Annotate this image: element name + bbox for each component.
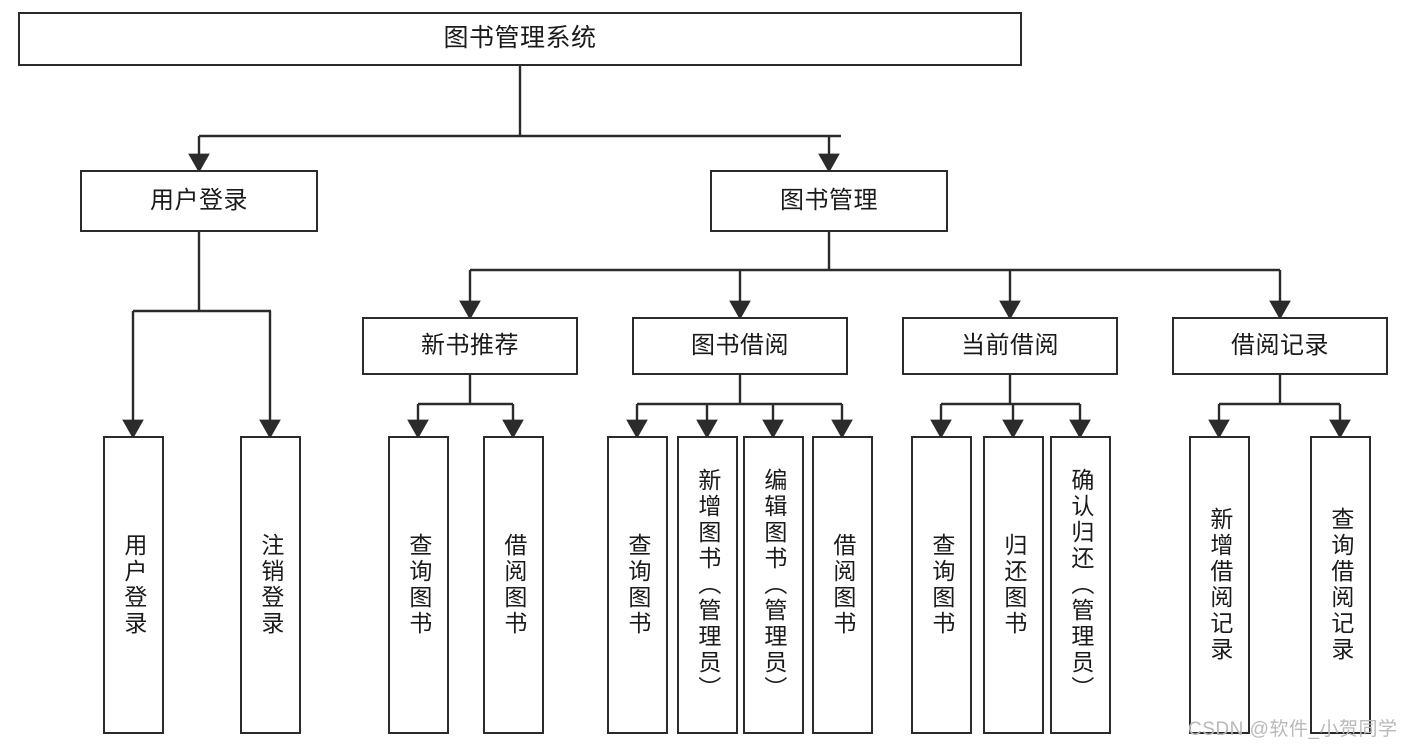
node-label: 归还图书 <box>1000 533 1027 637</box>
node-leaf-user-login[interactable]: 用户登录 <box>103 436 164 734</box>
node-book-borrow[interactable]: 图书借阅 <box>632 317 848 375</box>
node-leaf-query-book-2[interactable]: 查询图书 <box>607 436 668 734</box>
node-label: 用户登录 <box>120 533 147 637</box>
node-label: 借阅记录 <box>1231 331 1329 359</box>
node-label: 用户登录 <box>150 186 248 214</box>
node-label: 新增图书（管理员） <box>694 468 721 702</box>
node-label: 确认归还（管理员） <box>1067 468 1094 702</box>
node-label: 查询借阅记录 <box>1327 507 1354 663</box>
node-label: 图书借阅 <box>691 331 789 359</box>
node-leaf-add-record[interactable]: 新增借阅记录 <box>1189 436 1250 734</box>
node-new-book-recommend[interactable]: 新书推荐 <box>362 317 578 375</box>
csdn-watermark: CSDN @软件_小贺同学 <box>1188 719 1398 740</box>
node-label: 新书推荐 <box>421 331 519 359</box>
node-leaf-borrow-book-1[interactable]: 借阅图书 <box>483 436 544 734</box>
node-leaf-edit-book[interactable]: 编辑图书（管理员） <box>743 436 804 734</box>
node-label: 查询图书 <box>405 533 432 637</box>
node-leaf-confirm-return[interactable]: 确认归还（管理员） <box>1050 436 1111 734</box>
node-label: 编辑图书（管理员） <box>760 468 787 702</box>
node-leaf-query-book-1[interactable]: 查询图书 <box>388 436 449 734</box>
node-label: 图书管理系统 <box>443 24 597 53</box>
node-label: 图书管理 <box>780 186 878 214</box>
node-label: 当前借阅 <box>961 331 1059 359</box>
node-label: 新增借阅记录 <box>1206 507 1233 663</box>
node-leaf-logout[interactable]: 注销登录 <box>240 436 301 734</box>
node-current-borrow[interactable]: 当前借阅 <box>902 317 1118 375</box>
node-borrow-record[interactable]: 借阅记录 <box>1172 317 1388 375</box>
node-label: 注销登录 <box>257 533 284 637</box>
node-label: 借阅图书 <box>500 533 527 637</box>
node-leaf-add-book[interactable]: 新增图书（管理员） <box>677 436 738 734</box>
node-book-manage[interactable]: 图书管理 <box>710 170 948 232</box>
node-label: 借阅图书 <box>829 533 856 637</box>
node-leaf-query-book-3[interactable]: 查询图书 <box>911 436 972 734</box>
node-label: 查询图书 <box>624 533 651 637</box>
node-leaf-return-book[interactable]: 归还图书 <box>983 436 1044 734</box>
node-leaf-borrow-book-2[interactable]: 借阅图书 <box>812 436 873 734</box>
node-user-login[interactable]: 用户登录 <box>80 170 318 232</box>
node-label: 查询图书 <box>928 533 955 637</box>
node-leaf-query-record[interactable]: 查询借阅记录 <box>1310 436 1371 734</box>
node-root-system[interactable]: 图书管理系统 <box>18 12 1022 66</box>
